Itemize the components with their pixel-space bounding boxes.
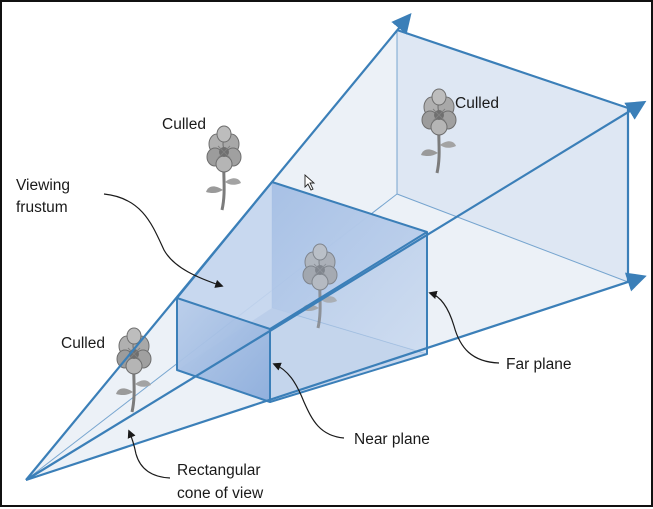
near-plane-label: Near plane [354,431,430,448]
viewing-frustum-label-line1: Viewing [16,177,70,194]
frustum-far-plane [272,182,427,354]
cone-callout [127,429,171,479]
culled-label-left: Culled [61,335,105,352]
cone-of-view-label-line2: cone of view [177,485,264,502]
viewing-frustum-label-line2: frustum [16,199,68,216]
cone-edges [25,12,647,482]
frustum-near-plane [177,298,270,402]
culled-flower-top-left [204,124,243,212]
far-plane-label: Far plane [506,356,571,373]
cone-far-face [397,30,628,282]
callout-arrows [103,193,500,479]
near-plane-callout [272,362,345,439]
culled-label-top-right: Culled [455,95,499,112]
culled-label-top-left: Culled [162,116,206,133]
far-plane-callout [428,290,500,364]
viewing-frustum-callout [103,193,224,288]
mouse-cursor-icon [304,173,316,191]
cone-of-view-label-line1: Rectangular [177,462,261,479]
